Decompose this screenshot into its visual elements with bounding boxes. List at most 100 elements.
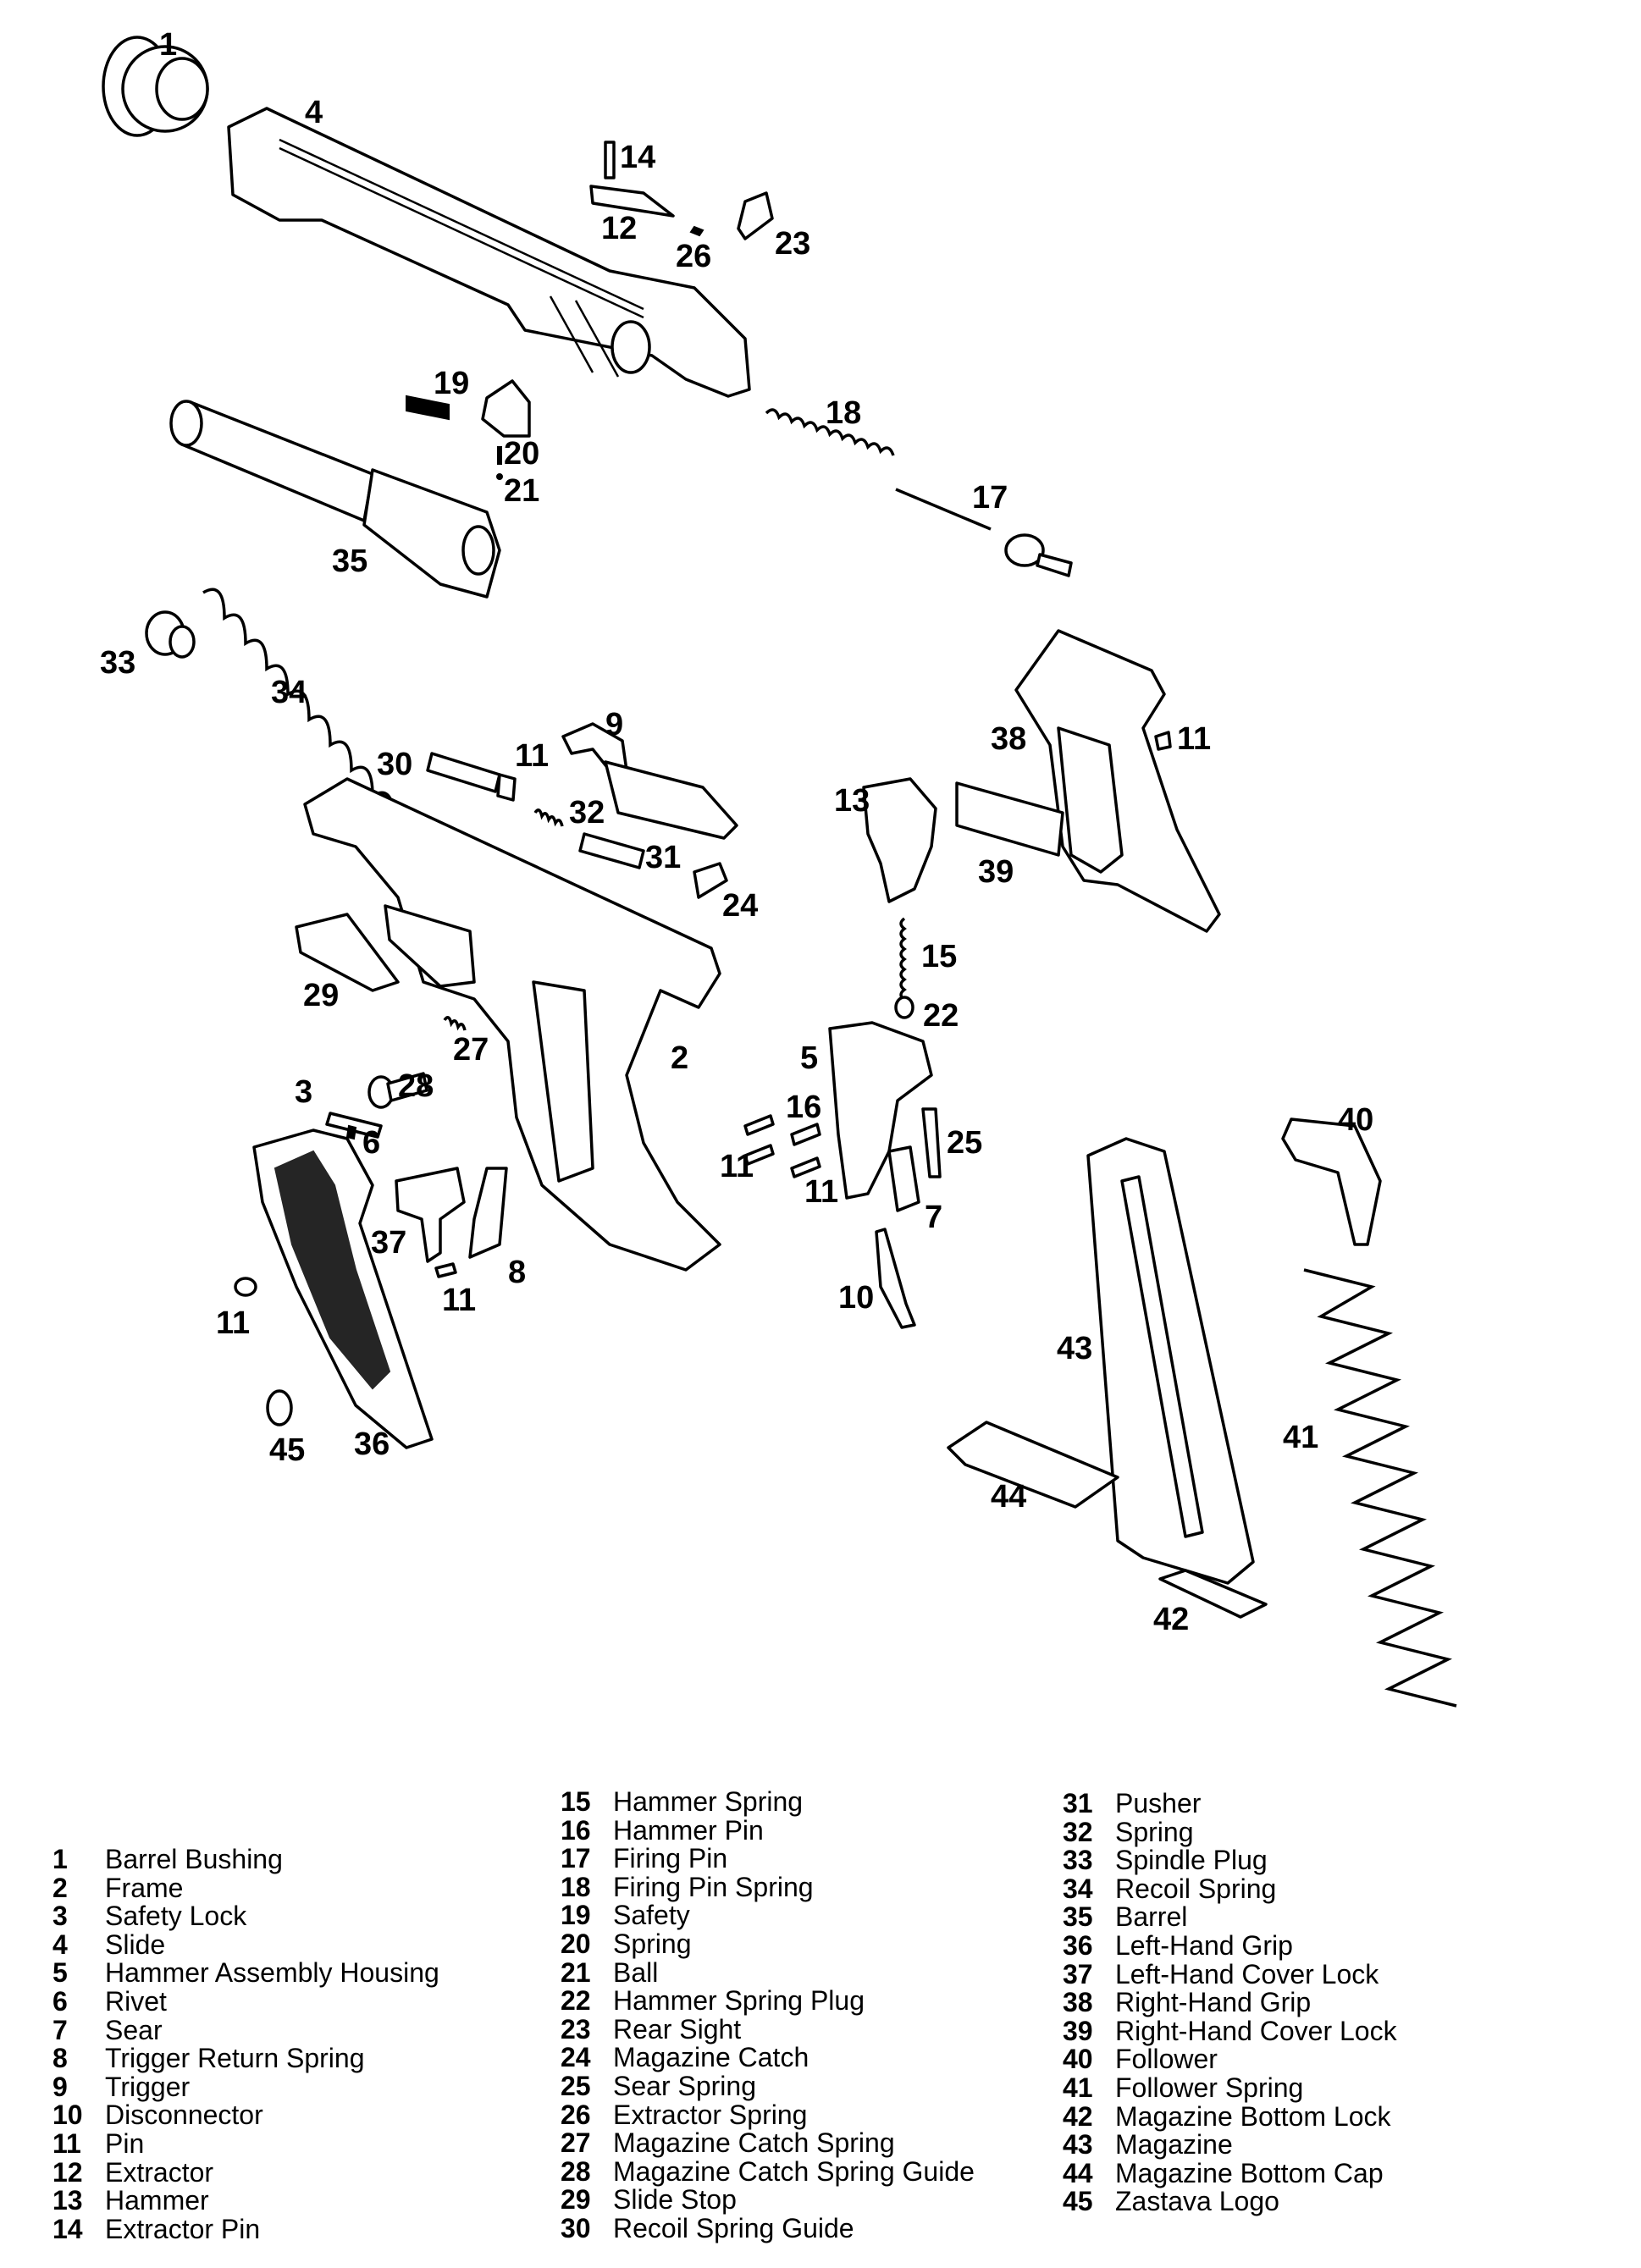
callout-37: 37 — [371, 1225, 406, 1261]
part-recoil-spring-guide — [426, 752, 501, 793]
part-firing-pin — [895, 488, 1073, 577]
callout-33: 33 — [100, 645, 135, 681]
part-left-hand-grip — [252, 1128, 434, 1449]
part-disconnector — [875, 1228, 916, 1329]
part-trigger — [561, 722, 738, 840]
callout-29: 29 — [303, 978, 339, 1013]
callout-5: 5 — [800, 1040, 818, 1076]
callout-45: 45 — [269, 1432, 305, 1468]
part-magazine-bottom-cap — [947, 1421, 1119, 1509]
part-slide-stop — [295, 913, 400, 992]
part-zastava-logo — [266, 1389, 293, 1426]
callout-17: 17 — [972, 480, 1008, 516]
part-hammer-assembly-housing — [828, 1021, 933, 1200]
callout-11-f: 11 — [216, 1305, 250, 1341]
callout-36: 36 — [354, 1426, 390, 1462]
callout-40: 40 — [1338, 1102, 1373, 1138]
part-barrel-bushing — [102, 36, 209, 137]
callout-32: 32 — [569, 795, 605, 830]
callout-3: 3 — [295, 1074, 312, 1110]
part-right-hand-cover-lock — [955, 781, 1064, 857]
callout-11-a: 11 — [1177, 721, 1211, 757]
callout-39: 39 — [978, 854, 1014, 890]
exploded-parts-diagram: 1 4 14 12 26 23 19 18 20 21 17 35 33 34 … — [100, 27, 1457, 1708]
part-spindle-plug — [145, 610, 196, 659]
part-hammer-spring-plug — [894, 996, 914, 1019]
callout-23: 23 — [775, 226, 810, 262]
part-magazine-bottom-lock — [1158, 1569, 1268, 1619]
callout-14: 14 — [620, 140, 655, 175]
part-hammer-pin — [790, 1123, 821, 1146]
callout-43: 43 — [1057, 1331, 1092, 1366]
part-follower — [1281, 1117, 1382, 1246]
callout-10: 10 — [838, 1280, 874, 1316]
callout-11-c: 11 — [720, 1149, 754, 1184]
part-magazine-catch-spring — [443, 1016, 467, 1031]
part-magazine-catch-spring-guide — [367, 1072, 428, 1109]
callout-41: 41 — [1283, 1420, 1318, 1455]
callout-27: 27 — [453, 1032, 489, 1068]
callout-9: 9 — [605, 707, 623, 742]
part-firing-pin-spring — [765, 408, 895, 456]
callout-20: 20 — [504, 436, 539, 472]
part-magazine — [1086, 1137, 1255, 1585]
callout-6: 6 — [362, 1125, 380, 1161]
part-extractor — [589, 141, 704, 237]
callout-8: 8 — [508, 1255, 526, 1290]
part-spring-32 — [533, 808, 564, 827]
part-rear-sight — [737, 191, 774, 240]
callout-22: 22 — [923, 998, 959, 1034]
part-slide — [227, 107, 751, 398]
callout-42: 42 — [1153, 1602, 1189, 1637]
callout-18: 18 — [826, 395, 861, 431]
part-pins — [234, 731, 1172, 1297]
part-left-hand-cover-lock — [395, 1167, 466, 1263]
callout-15: 15 — [921, 939, 957, 974]
part-barrel — [169, 400, 501, 599]
callout-1: 1 — [159, 27, 177, 63]
part-right-hand-grip — [1014, 629, 1221, 933]
callout-35: 35 — [332, 544, 367, 579]
callout-13: 13 — [834, 783, 870, 819]
callout-34: 34 — [271, 675, 307, 710]
callout-44: 44 — [991, 1479, 1026, 1515]
callout-11-b: 11 — [515, 738, 549, 774]
callout-31: 31 — [645, 840, 681, 875]
callout-26: 26 — [676, 239, 711, 274]
callout-11-e: 11 — [442, 1283, 476, 1318]
callout-28: 28 — [398, 1068, 434, 1104]
callout-38: 38 — [991, 721, 1026, 757]
part-trigger-return-spring — [468, 1167, 508, 1259]
